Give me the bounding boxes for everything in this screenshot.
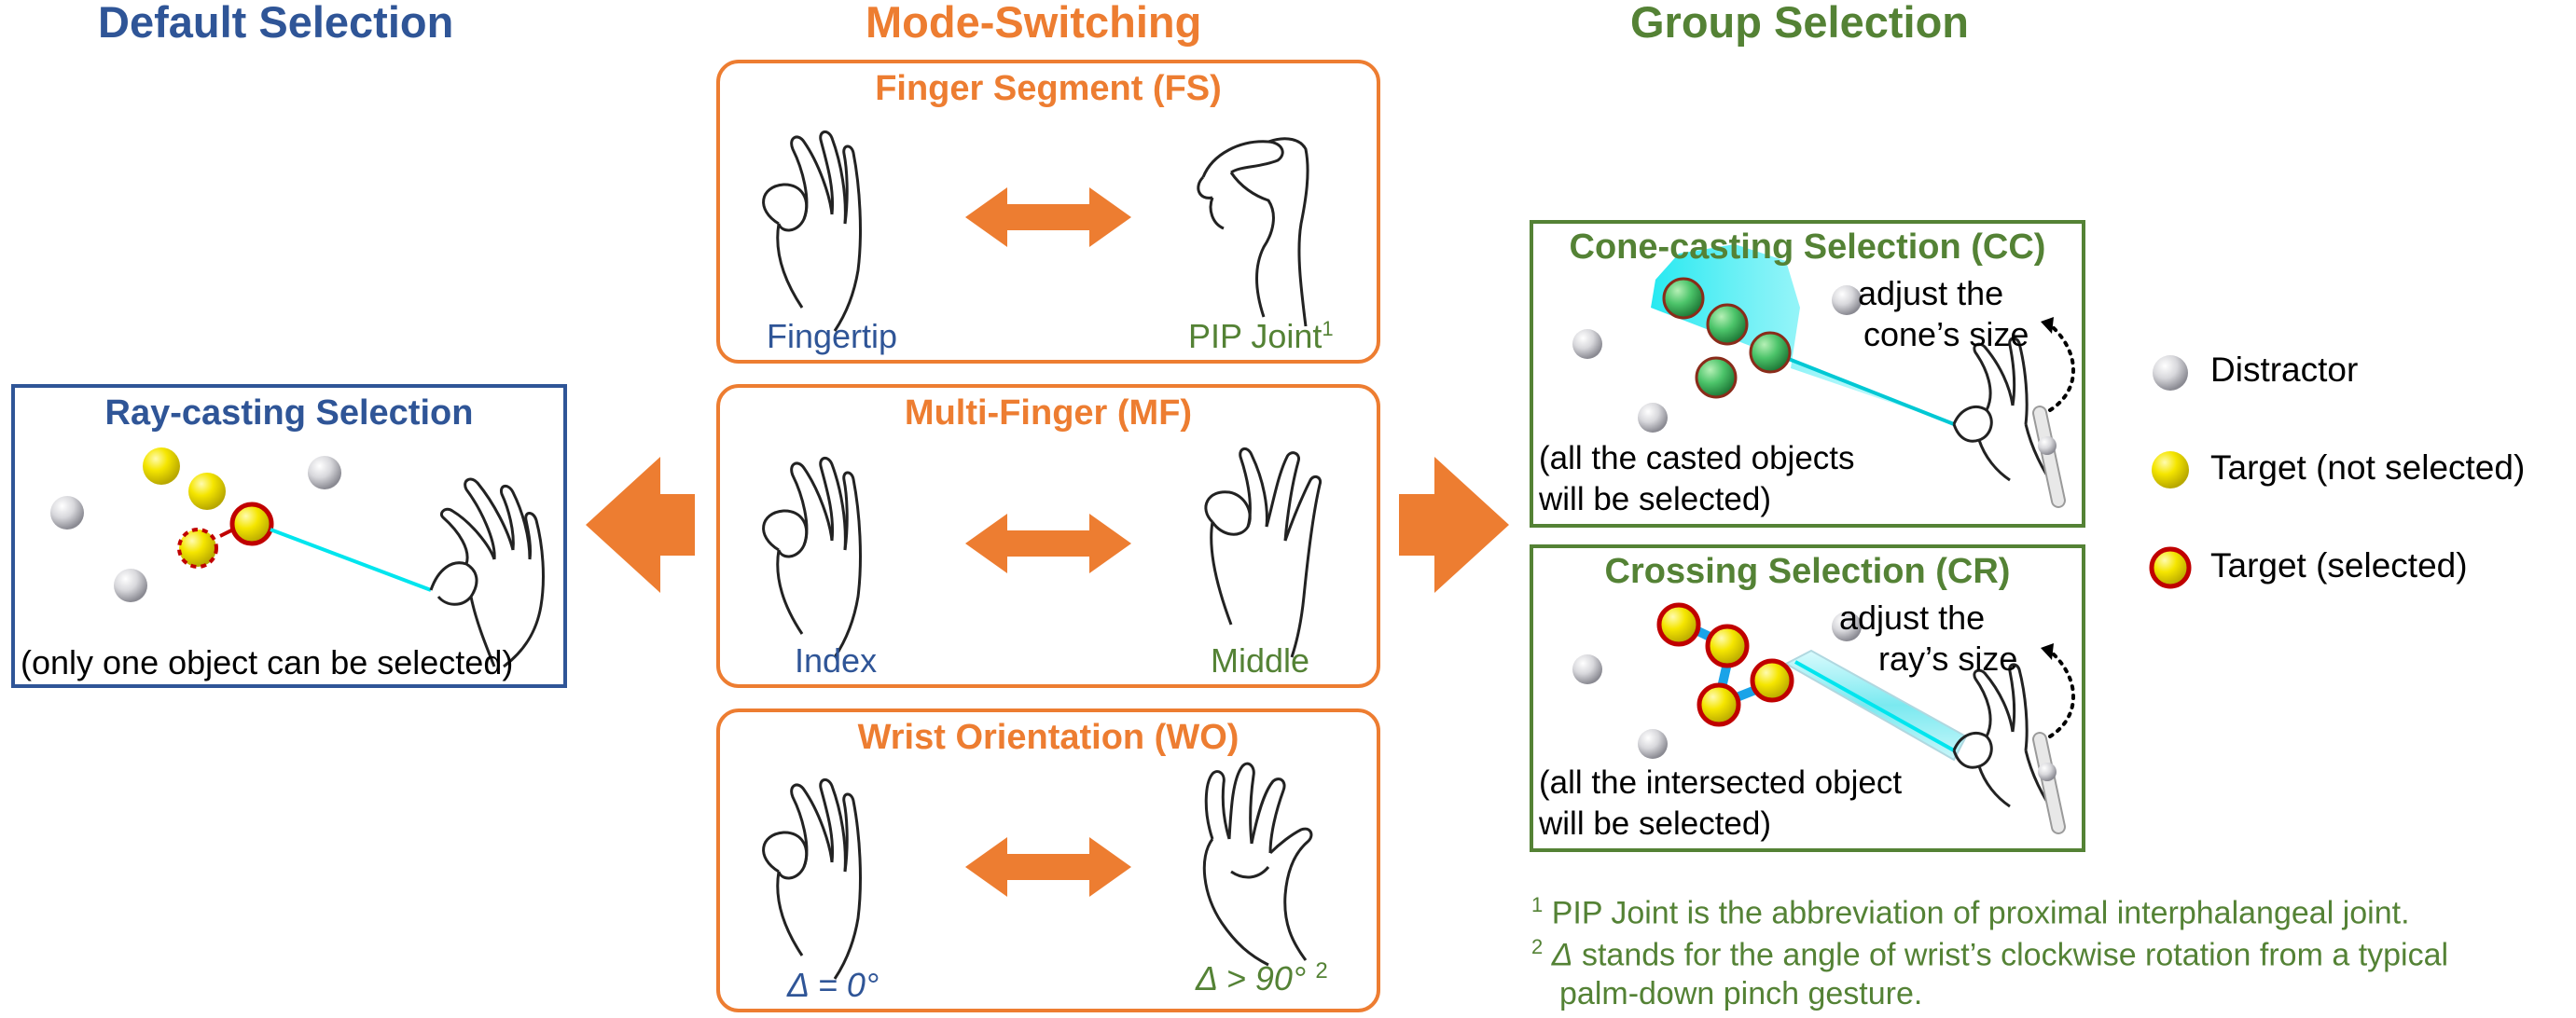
label-pip-joint: PIP Joint1 (1188, 317, 1334, 355)
label-index: Index (795, 641, 878, 680)
hand-middle-mf (1204, 447, 1323, 658)
footnote-1: 1 PIP Joint is the abbreviation of proxi… (1531, 893, 2410, 931)
panel-title: Multi-Finger (MF) (904, 393, 1193, 433)
legend-distractor-label: Distractor (2210, 351, 2359, 389)
crossing-note-line2: will be selected) (1539, 805, 1771, 842)
hand-index-mf (762, 457, 862, 658)
hand-fingertip-fs (762, 131, 862, 332)
distractor-sphere (1572, 329, 1602, 359)
label-fingertip: Fingertip (767, 317, 898, 355)
selection-ray (270, 528, 432, 592)
crossing-adjust-line1: adjust the (1839, 598, 1986, 637)
hand-delta-zero-wo (762, 778, 862, 980)
legend-markers (2149, 355, 2192, 589)
panel-title: Finger Segment (FS) (875, 69, 1222, 108)
casted-sphere (1662, 277, 1705, 320)
cone-casting-panel: Cone-casting Selection (CC) adjust the c… (1530, 220, 2085, 528)
ray-casting-scene (50, 447, 545, 668)
distractor-sphere (50, 496, 84, 530)
panel-multi-finger: Multi-Finger (MF) Index Middle (716, 384, 1380, 688)
hand-delta-ninety-wo (1202, 762, 1313, 967)
hand-pip-joint-fs (1197, 137, 1309, 327)
selected-target-sphere (229, 502, 274, 546)
footnote-2: 2 Δ stands for the angle of wrist’s cloc… (1531, 935, 2449, 973)
cone-note-line2: will be selected) (1539, 481, 1771, 517)
footnote-2-line2: palm-down pinch gesture. (1559, 976, 1923, 1011)
casted-sphere (1706, 303, 1749, 346)
legend-target-label: Target (not selected) (2210, 448, 2526, 487)
right-block-arrow (1399, 457, 1509, 593)
panel-title: Wrist Orientation (WO) (857, 718, 1240, 757)
heading-group-selection: Group Selection (1630, 0, 1969, 47)
double-arrow-fs (965, 187, 1131, 247)
distractor-sphere (1572, 654, 1602, 684)
heading-mode-switching: Mode-Switching (866, 0, 1202, 47)
label-delta-zero: Δ = 0° (787, 966, 879, 1004)
distractor-sphere (308, 456, 341, 489)
label-middle: Middle (1211, 641, 1310, 680)
crossing-note-line1: (all the intersected object (1539, 764, 1903, 801)
left-block-arrow (586, 457, 695, 593)
legend-selected-marker (2149, 546, 2192, 589)
panel-wrist-orientation: Wrist Orientation (WO) Δ = 0° Δ > 90° 2 (716, 708, 1380, 1012)
crossing-panel: Crossing Selection (CR) adjust the ray’s… (1530, 544, 2085, 852)
distractor-sphere (1638, 729, 1668, 759)
crossing-adjust-line2: ray’s size (1878, 640, 2018, 678)
double-arrow-mf (965, 514, 1131, 573)
ray-casting-note: (only one object can be selected) (21, 643, 514, 681)
crossing-title: Crossing Selection (CR) (1604, 552, 2011, 591)
distractor-sphere (1638, 403, 1668, 433)
casted-sphere (1695, 356, 1738, 399)
intersected-sphere (1656, 602, 1701, 647)
ray-casting-title: Ray-casting Selection (104, 393, 474, 433)
cone-adjust-line2: cone’s size (1863, 315, 2029, 353)
cone-casting-scene (1572, 244, 2075, 508)
distractor-sphere (1832, 285, 1862, 315)
distractor-sphere (114, 569, 147, 602)
legend-target-marker (2152, 451, 2189, 488)
target-sphere (143, 447, 180, 485)
target-sphere (188, 473, 226, 510)
panel-finger-segment: Finger Segment (FS) Fingertip PIP Joint1 (716, 60, 1380, 364)
crossing-scene (1572, 602, 2075, 834)
casted-sphere (1749, 331, 1792, 374)
previous-target-sphere (177, 528, 218, 569)
cone-casting-title: Cone-casting Selection (CC) (1569, 227, 2046, 267)
legend-distractor-marker (2153, 355, 2188, 391)
heading-default-selection: Default Selection (98, 0, 454, 47)
cone-adjust-line1: adjust the (1858, 274, 2004, 312)
cone-note-line1: (all the casted objects (1539, 440, 1855, 476)
intersected-sphere (1705, 624, 1750, 668)
ray-casting-panel: Ray-casting Selection (only one object c… (11, 384, 567, 688)
intersected-sphere (1697, 682, 1741, 727)
legend-selected-label: Target (selected) (2210, 546, 2468, 585)
double-arrow-wo (965, 837, 1131, 897)
distractor-sphere (1832, 612, 1862, 641)
label-delta-ninety: Δ > 90° 2 (1196, 958, 1328, 997)
intersected-sphere (1750, 658, 1794, 703)
